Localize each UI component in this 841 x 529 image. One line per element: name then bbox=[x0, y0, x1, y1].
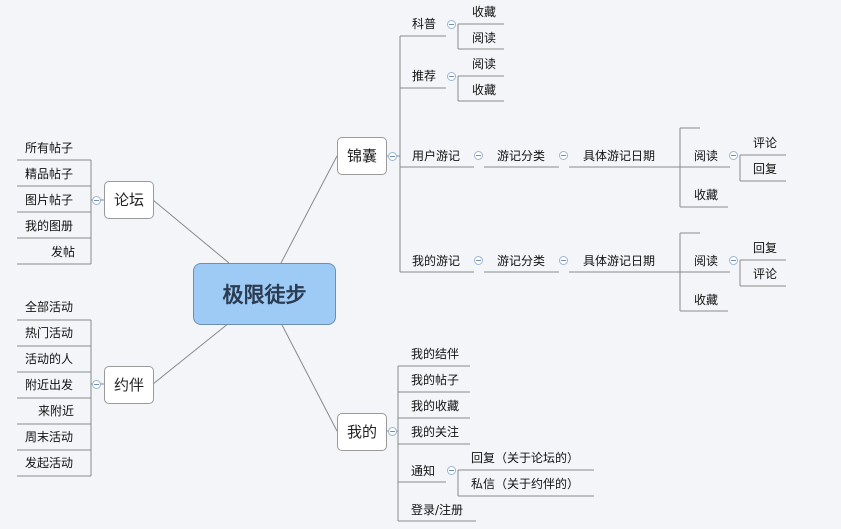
collapse-icon[interactable] bbox=[729, 256, 738, 265]
recommend-item-read[interactable]: 阅读 bbox=[472, 57, 497, 71]
user-logs-favorite[interactable]: 收藏 bbox=[694, 188, 719, 202]
meetup-item-come-nearby[interactable]: 来附近 bbox=[38, 404, 75, 418]
connector-root-meetup bbox=[152, 322, 230, 385]
pouch-node[interactable]: 锦囊 bbox=[337, 137, 387, 175]
collapse-icon[interactable] bbox=[388, 152, 397, 161]
forum-item-my-album[interactable]: 我的图册 bbox=[25, 219, 74, 233]
meetup-item-all-events[interactable]: 全部活动 bbox=[25, 300, 74, 314]
meetup-item-weekend-events[interactable]: 周末活动 bbox=[25, 430, 74, 444]
meetup-node[interactable]: 约伴 bbox=[104, 366, 154, 404]
collapse-icon[interactable] bbox=[559, 256, 568, 265]
collapse-icon[interactable] bbox=[447, 466, 456, 475]
my-logs-category[interactable]: 游记分类 bbox=[497, 254, 546, 268]
forum-item-all-posts[interactable]: 所有帖子 bbox=[25, 141, 74, 155]
user-logs-date[interactable]: 具体游记日期 bbox=[583, 149, 656, 163]
forum-node[interactable]: 论坛 bbox=[104, 181, 154, 219]
mine-item-my-favorites[interactable]: 我的收藏 bbox=[411, 399, 460, 413]
mine-item-my-companions[interactable]: 我的结伴 bbox=[411, 347, 460, 361]
mine-item-my-follows[interactable]: 我的关注 bbox=[411, 425, 460, 439]
forum-item-new-post[interactable]: 发帖 bbox=[51, 245, 76, 259]
science-item-read[interactable]: 阅读 bbox=[472, 31, 497, 45]
root-node[interactable]: 极限徒步 bbox=[193, 263, 336, 325]
recommend-item-favorite[interactable]: 收藏 bbox=[472, 83, 497, 97]
forum-item-image-posts[interactable]: 图片帖子 bbox=[25, 193, 74, 207]
user-logs-comment[interactable]: 评论 bbox=[753, 136, 778, 150]
mine-notify[interactable]: 通知 bbox=[411, 464, 436, 478]
collapse-icon[interactable] bbox=[474, 151, 483, 160]
mine-item-my-posts[interactable]: 我的帖子 bbox=[411, 373, 460, 387]
connector-root-forum bbox=[152, 199, 230, 264]
meetup-item-create-event[interactable]: 发起活动 bbox=[25, 456, 74, 470]
user-logs-category[interactable]: 游记分类 bbox=[497, 149, 546, 163]
my-logs-comment[interactable]: 评论 bbox=[753, 267, 778, 281]
meetup-item-event-people[interactable]: 活动的人 bbox=[25, 352, 74, 366]
collapse-icon[interactable] bbox=[388, 427, 397, 436]
collapse-icon[interactable] bbox=[474, 256, 483, 265]
my-logs-reply[interactable]: 回复 bbox=[753, 241, 778, 255]
connector-root-pouch bbox=[280, 155, 338, 264]
user-logs-reply[interactable]: 回复 bbox=[753, 162, 778, 176]
collapse-icon[interactable] bbox=[447, 72, 456, 81]
user-logs-read[interactable]: 阅读 bbox=[694, 149, 719, 163]
collapse-icon[interactable] bbox=[92, 380, 101, 389]
science-item-favorite[interactable]: 收藏 bbox=[472, 5, 497, 19]
notify-item-private-message[interactable]: 私信（关于约伴的） bbox=[471, 477, 580, 491]
mine-login-register[interactable]: 登录/注册 bbox=[411, 503, 464, 517]
forum-item-featured-posts[interactable]: 精品帖子 bbox=[25, 167, 74, 181]
pouch-science[interactable]: 科普 bbox=[412, 17, 437, 31]
notify-item-reply[interactable]: 回复（关于论坛的） bbox=[471, 451, 580, 465]
pouch-recommend[interactable]: 推荐 bbox=[412, 69, 437, 83]
collapse-icon[interactable] bbox=[92, 196, 101, 205]
connector-root-mine bbox=[280, 322, 338, 432]
my-logs-read[interactable]: 阅读 bbox=[694, 254, 719, 268]
my-logs-date[interactable]: 具体游记日期 bbox=[583, 254, 656, 268]
collapse-icon[interactable] bbox=[729, 151, 738, 160]
pouch-my-logs[interactable]: 我的游记 bbox=[412, 254, 461, 268]
my-logs-favorite[interactable]: 收藏 bbox=[694, 293, 719, 307]
pouch-user-logs[interactable]: 用户游记 bbox=[412, 149, 461, 163]
collapse-icon[interactable] bbox=[447, 20, 456, 29]
collapse-icon[interactable] bbox=[559, 151, 568, 160]
meetup-item-hot-events[interactable]: 热门活动 bbox=[25, 326, 74, 340]
meetup-item-nearby-departures[interactable]: 附近出发 bbox=[25, 378, 74, 392]
mine-node[interactable]: 我的 bbox=[337, 413, 387, 451]
